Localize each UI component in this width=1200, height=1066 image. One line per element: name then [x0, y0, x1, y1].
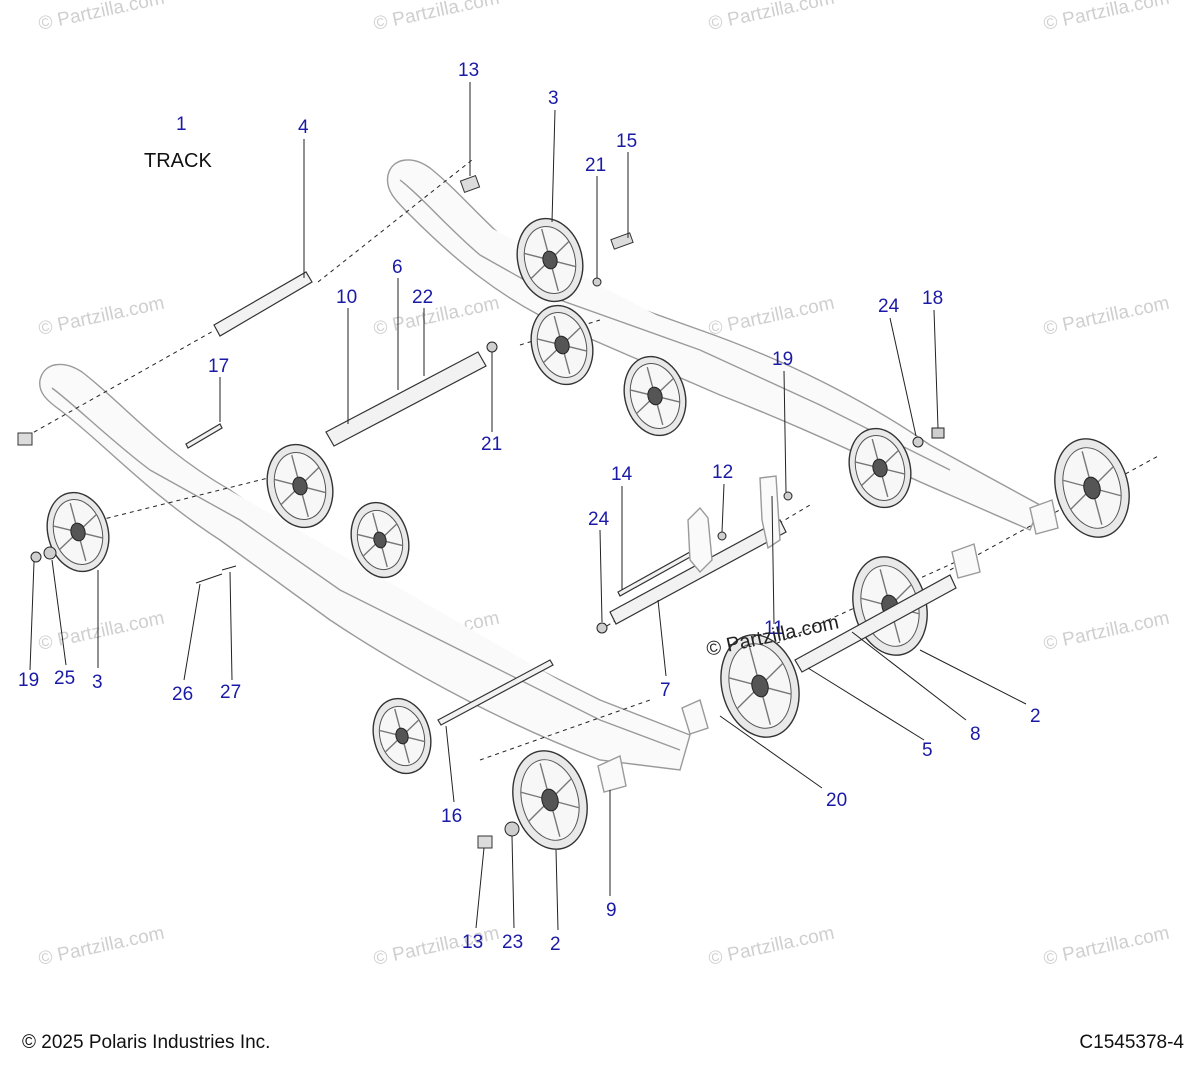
callouts: 2 2 3 3 4 5 6 7 8 9 10 11 12 13 13 14 15… — [18, 60, 1041, 955]
washer-21-top — [592, 277, 602, 287]
callout-6: 6 — [392, 257, 403, 278]
nut-12 — [717, 531, 727, 541]
callout-13: 13 — [458, 60, 479, 81]
callout-1: 1 — [176, 114, 187, 135]
callout-19: 19 — [18, 670, 39, 691]
bolt-13-left — [17, 432, 33, 446]
shafts — [185, 271, 957, 726]
callout-10: 10 — [336, 287, 357, 308]
axle-5-8 — [794, 574, 957, 673]
watermark: © Partzilla.com — [1042, 0, 1172, 35]
brackets — [597, 475, 1059, 793]
wheel-rear-mid1 — [530, 304, 594, 386]
callout-14: 14 — [611, 464, 633, 485]
wheel-front-mid2 — [350, 501, 410, 579]
washer-21 — [486, 341, 498, 353]
callout-24: 24 — [588, 509, 610, 530]
wheels — [46, 217, 1130, 850]
washer-24 — [596, 622, 608, 634]
washer-24-top — [912, 436, 924, 448]
callout-7: 7 — [660, 680, 671, 701]
copyright-text: © 2025 Polaris Industries Inc. — [22, 1032, 271, 1053]
washer-25 — [43, 546, 57, 560]
callout-3: 3 — [92, 672, 103, 693]
wheel-rear-rear — [848, 427, 912, 509]
pin-26 — [195, 573, 223, 584]
wheel-front-rear — [372, 697, 432, 775]
washer-23 — [504, 821, 520, 837]
bolt-15 — [610, 232, 634, 250]
cross-shaft-4 — [213, 271, 313, 337]
callout-13: 13 — [462, 932, 483, 953]
slider-9 — [597, 754, 627, 793]
watermark: © Partzilla.com — [1042, 293, 1172, 340]
wheel-2-rear-outer — [1054, 438, 1130, 538]
callout-21: 21 — [481, 434, 502, 455]
callout-24: 24 — [878, 296, 900, 317]
bolt-13-top — [459, 174, 481, 194]
wheel-2-front — [512, 750, 588, 850]
pin-27 — [221, 565, 237, 571]
wheel-3-front — [46, 491, 110, 573]
callout-2: 2 — [550, 934, 561, 955]
callout-20: 20 — [826, 790, 847, 811]
callout-26: 26 — [172, 684, 193, 705]
callout-3: 3 — [548, 88, 559, 109]
shaft-7 — [609, 519, 787, 625]
callout-16: 16 — [441, 806, 462, 827]
callout-19: 19 — [772, 349, 793, 370]
watermark: © Partzilla.com — [707, 0, 837, 35]
slider-rear-b — [951, 543, 981, 579]
watermark: © Partzilla.com — [37, 923, 167, 970]
hardware — [17, 174, 945, 849]
shaft-10-6-22 — [325, 351, 487, 447]
bolt-13-bottom — [477, 835, 493, 849]
pin-17 — [185, 423, 223, 449]
callout-17: 17 — [208, 356, 229, 377]
watermark: © Partzilla.com — [1042, 923, 1172, 970]
nut-19-left — [30, 551, 42, 563]
slider-rear-a — [1029, 499, 1059, 535]
callout-25: 25 — [54, 668, 75, 689]
watermark: © Partzilla.com — [1042, 608, 1172, 655]
wheel-3-rear — [516, 217, 584, 303]
callout-21: 21 — [585, 155, 606, 176]
watermark: © Partzilla.com — [37, 0, 167, 35]
slider-20 — [681, 699, 709, 735]
bracket-11b — [759, 475, 781, 550]
diagram-code: C1545378-4 — [1079, 1032, 1184, 1053]
watermark: © Partzilla.com — [37, 293, 167, 340]
watermark: © Partzilla.com — [372, 0, 502, 35]
callout-22: 22 — [412, 287, 433, 308]
callout-11: 11 — [764, 618, 784, 639]
wheel-rear-mid2 — [623, 355, 687, 437]
nut-18 — [931, 427, 945, 439]
track-label: TRACK — [144, 150, 212, 172]
nut-19-top — [783, 491, 793, 501]
watermark: © Partzilla.com — [37, 608, 167, 655]
wheel-front-mid1 — [266, 443, 334, 529]
callout-4: 4 — [298, 117, 309, 138]
callout-15: 15 — [616, 131, 637, 152]
watermark: © Partzilla.com — [707, 923, 837, 970]
watermark: © Partzilla.com — [707, 293, 837, 340]
callout-8: 8 — [970, 724, 981, 745]
callout-12: 12 — [712, 462, 733, 483]
leader-lines — [29, 82, 1027, 931]
callout-2: 2 — [1030, 706, 1041, 727]
wheel-2-rear-axle-b — [720, 634, 800, 738]
bolt-16 — [437, 659, 554, 726]
callout-18: 18 — [922, 288, 943, 309]
bracket-11a — [687, 506, 713, 574]
alignment-lines — [19, 159, 1161, 761]
callout-9: 9 — [606, 900, 617, 921]
callout-23: 23 — [502, 932, 523, 953]
callout-5: 5 — [922, 740, 933, 761]
callout-27: 27 — [220, 682, 241, 703]
watermark: © Partzilla.com — [372, 293, 502, 340]
